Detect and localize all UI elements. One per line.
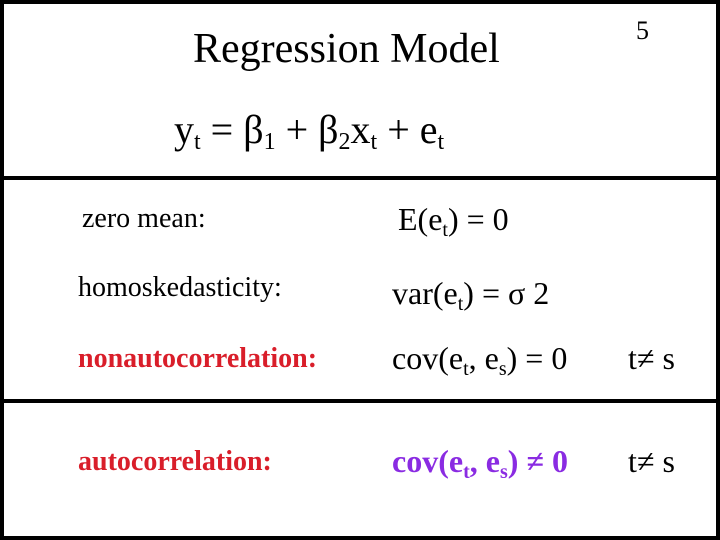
- expr-zero-mean-post: ) = 0: [447, 201, 509, 237]
- eq-beta2: β: [318, 107, 339, 152]
- expr-nonautocorrelation: cov(et, es) = 0: [392, 339, 568, 380]
- expr-zero-mean: E(et) = 0: [398, 200, 509, 241]
- expr-zero-mean-sub: t: [442, 219, 448, 241]
- label-autocorrelation: autocorrelation:: [78, 446, 272, 477]
- expr-auto-sub-t: t: [463, 461, 470, 483]
- eq-y: y: [174, 107, 194, 152]
- expr-homoskedasticity: var(et) = σ 2: [392, 274, 550, 315]
- expr-auto-pre: cov(e: [392, 443, 464, 479]
- expr-nonauto-pre: cov(e: [392, 340, 464, 376]
- expr-nonauto-sub-s: s: [498, 358, 507, 380]
- divider-bottom: [0, 399, 720, 403]
- expr-homo-pre: var(e: [392, 275, 458, 311]
- label-homoskedasticity: homoskedasticity:: [78, 272, 282, 303]
- eq-beta2-sub: 2: [338, 129, 351, 155]
- label-nonautocorrelation: nonautocorrelation:: [78, 343, 318, 374]
- expr-zero-mean-pre: E(e: [398, 201, 443, 237]
- slide-title: Regression Model: [193, 26, 500, 72]
- eq-plus-2: +: [377, 107, 420, 152]
- eq-beta1: β: [243, 107, 264, 152]
- expr-nonauto-sub-t: t: [463, 358, 469, 380]
- regression-equation: yt = β1 + β2xt + et: [174, 106, 444, 154]
- expr-auto-post: ) ≠ 0: [507, 443, 568, 479]
- eq-plus-1: +: [275, 107, 319, 152]
- expr-auto-sub-s: s: [499, 461, 508, 483]
- expr-homo-sub: t: [457, 293, 464, 315]
- expr-homo-post: ) = σ 2: [463, 275, 550, 311]
- eq-e-sub: t: [437, 129, 445, 155]
- expr-auto-mid: , e: [469, 443, 500, 479]
- eq-beta1-sub: 1: [263, 129, 276, 155]
- divider-top: [0, 176, 720, 180]
- expr-nonauto-post: ) = 0: [506, 340, 568, 376]
- expr-nonauto-mid: , e: [468, 340, 499, 376]
- label-zero-mean: zero mean:: [82, 203, 206, 234]
- condition-nonautocorrelation: t≠ s: [628, 340, 675, 376]
- page-number: 5: [636, 16, 649, 45]
- condition-autocorrelation: t≠ s: [628, 443, 675, 479]
- eq-x: x: [350, 107, 371, 152]
- expr-autocorrelation: cov(et, es) ≠ 0: [392, 442, 568, 483]
- eq-x-sub: t: [370, 129, 378, 155]
- eq-y-sub: t: [194, 129, 201, 155]
- eq-e: e: [419, 107, 438, 152]
- eq-equals: =: [200, 107, 244, 152]
